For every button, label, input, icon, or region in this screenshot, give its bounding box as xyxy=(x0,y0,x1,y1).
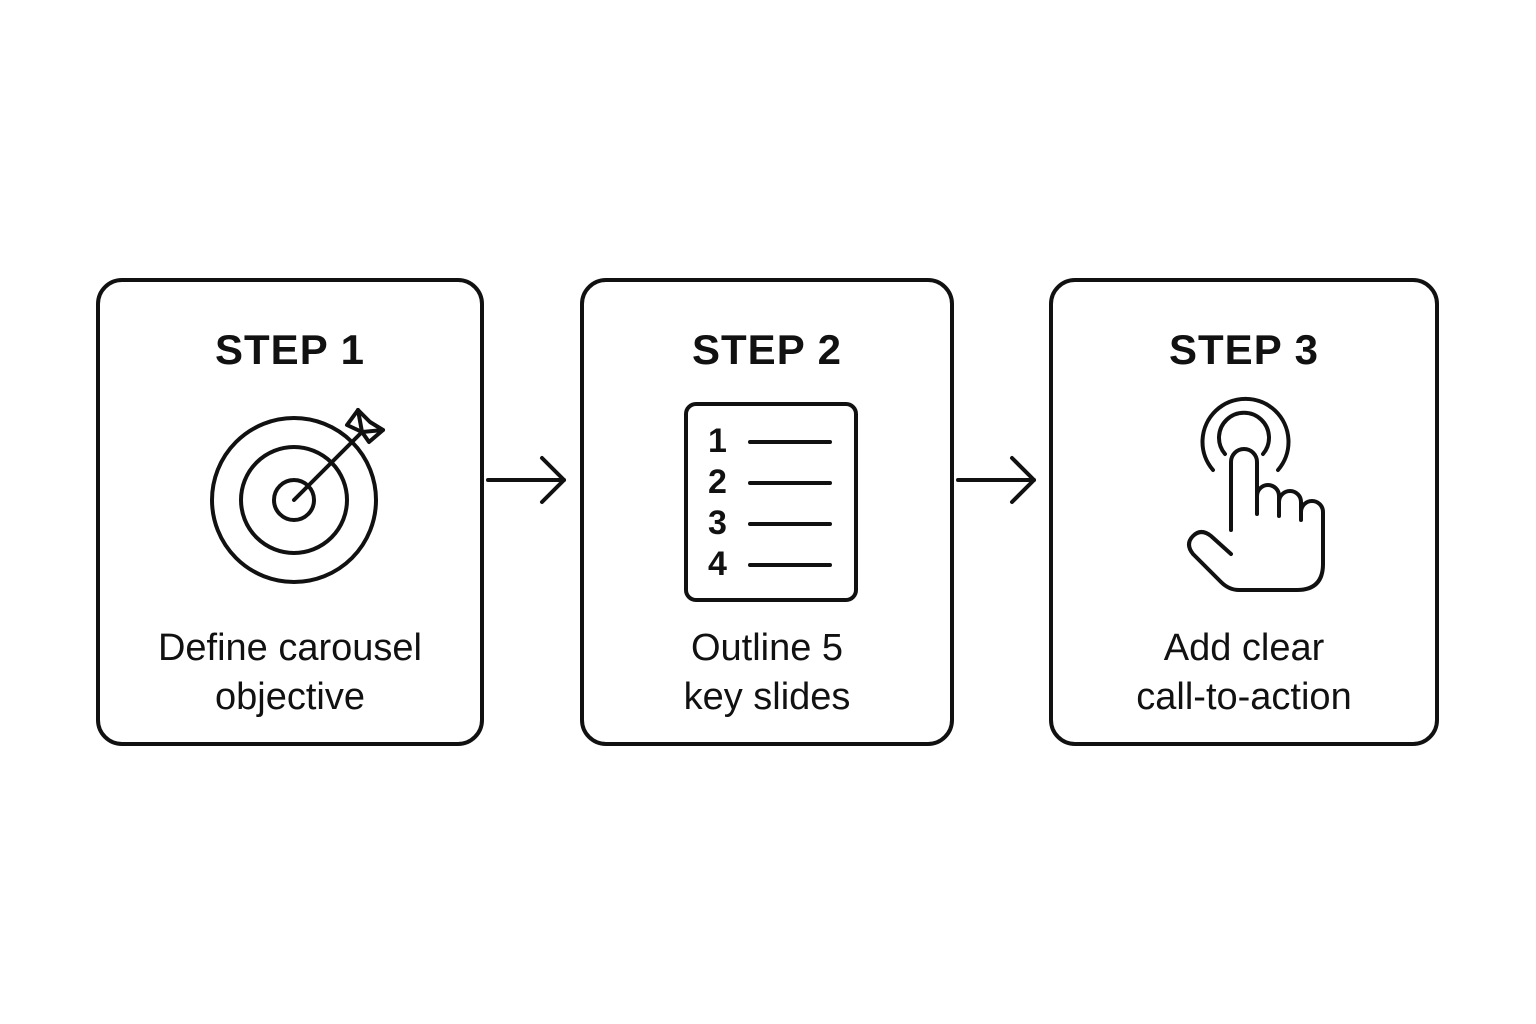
numbered-list-icon: 1 2 3 4 xyxy=(684,402,858,602)
target-icon xyxy=(210,408,385,584)
tap-hand-icon xyxy=(1187,396,1325,592)
step-1-title: STEP 1 xyxy=(215,326,365,373)
list-number: 4 xyxy=(708,545,727,583)
step-2-card: STEP 2 1 2 3 4 Outline 5 key slides xyxy=(580,278,954,746)
list-line xyxy=(748,481,832,485)
list-row: 1 xyxy=(708,424,838,458)
step-3-caption-line-2: call-to-action xyxy=(1136,676,1352,718)
list-line xyxy=(748,440,832,444)
step-1-caption-line-1: Define carousel xyxy=(157,627,423,669)
list-number: 3 xyxy=(708,504,727,542)
list-row: 2 xyxy=(708,465,838,499)
list-line xyxy=(748,563,832,567)
step-1-caption-line-2: objective xyxy=(215,676,365,718)
arrow-right-icon xyxy=(956,456,1036,504)
list-line xyxy=(748,522,832,526)
step-3-caption: Add clear call-to-action xyxy=(1053,624,1435,722)
step-2-caption-line-1: Outline 5 xyxy=(690,627,844,669)
step-3-caption-line-1: Add clear xyxy=(1163,627,1325,669)
step-2-title: STEP 2 xyxy=(692,326,842,373)
step-2-caption-line-2: key slides xyxy=(683,676,851,718)
step-3-title: STEP 3 xyxy=(1169,326,1319,373)
list-number: 1 xyxy=(708,422,727,460)
step-1-caption: Define carousel objective xyxy=(100,624,480,722)
list-number: 2 xyxy=(708,463,727,501)
step-1-card: STEP 1 Define carousel objective xyxy=(96,278,484,746)
arrow-right-icon xyxy=(486,456,566,504)
step-2-caption: Outline 5 key slides xyxy=(584,624,950,722)
step-3-card: STEP 3 Add clear call-to-action xyxy=(1049,278,1439,746)
list-row: 4 xyxy=(708,547,838,581)
list-row: 3 xyxy=(708,506,838,540)
